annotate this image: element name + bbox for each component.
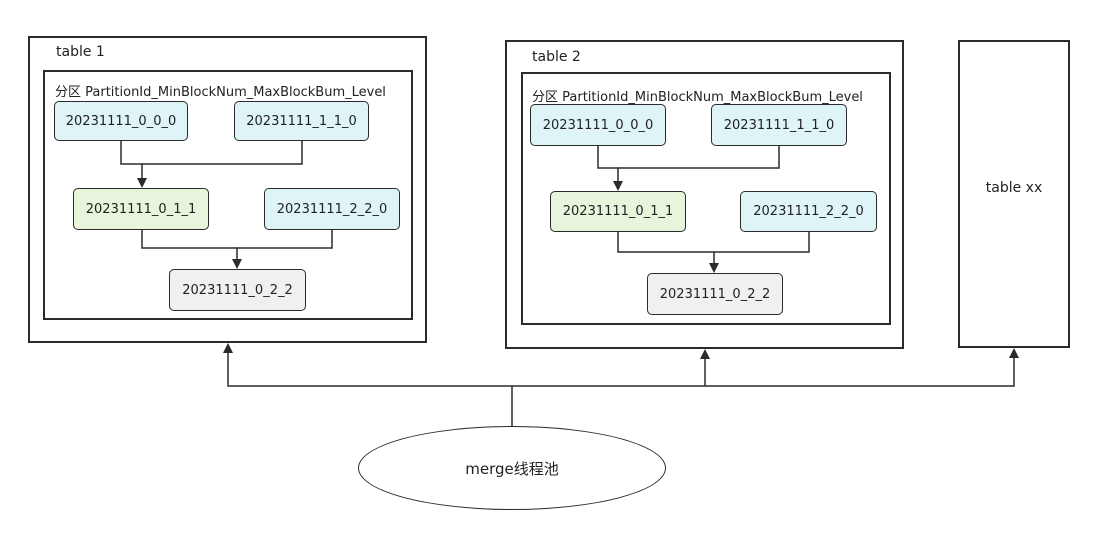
- table-1-part-0-0-0: 20231111_0_0_0: [54, 101, 188, 141]
- pool-to-table-2: [512, 349, 710, 387]
- pool-to-table-xx: [705, 348, 1019, 387]
- merge-thread-pool-label: merge线程池: [465, 459, 559, 478]
- table-2-title: table 2: [532, 49, 581, 65]
- table-2-part-0-0-0: 20231111_0_0_0: [530, 104, 666, 146]
- table-2-part-2-2-0: 20231111_2_2_0: [740, 191, 877, 232]
- table-2-part-0-1-1: 20231111_0_1_1: [550, 191, 686, 232]
- table-xx-box: table xx: [958, 40, 1070, 348]
- table-1-part-0-1-1: 20231111_0_1_1: [73, 188, 209, 230]
- table-2-part-0-2-2: 20231111_0_2_2: [647, 273, 783, 315]
- pool-to-table-1: [223, 343, 512, 387]
- table-1-partition-label: 分区 PartitionId_MinBlockNum_MaxBlockBum_L…: [55, 85, 386, 100]
- table-1-part-0-2-2: 20231111_0_2_2: [169, 269, 306, 311]
- table-xx-title: table xx: [985, 180, 1043, 196]
- table-1-title: table 1: [56, 44, 105, 60]
- merge-thread-pool-ellipse: merge线程池: [358, 426, 666, 510]
- table-1-part-1-1-0: 20231111_1_1_0: [234, 101, 369, 141]
- table-2-partition-label: 分区 PartitionId_MinBlockNum_MaxBlockBum_L…: [532, 90, 863, 105]
- table-2-part-1-1-0: 20231111_1_1_0: [711, 104, 847, 146]
- table-1-part-2-2-0: 20231111_2_2_0: [264, 188, 400, 230]
